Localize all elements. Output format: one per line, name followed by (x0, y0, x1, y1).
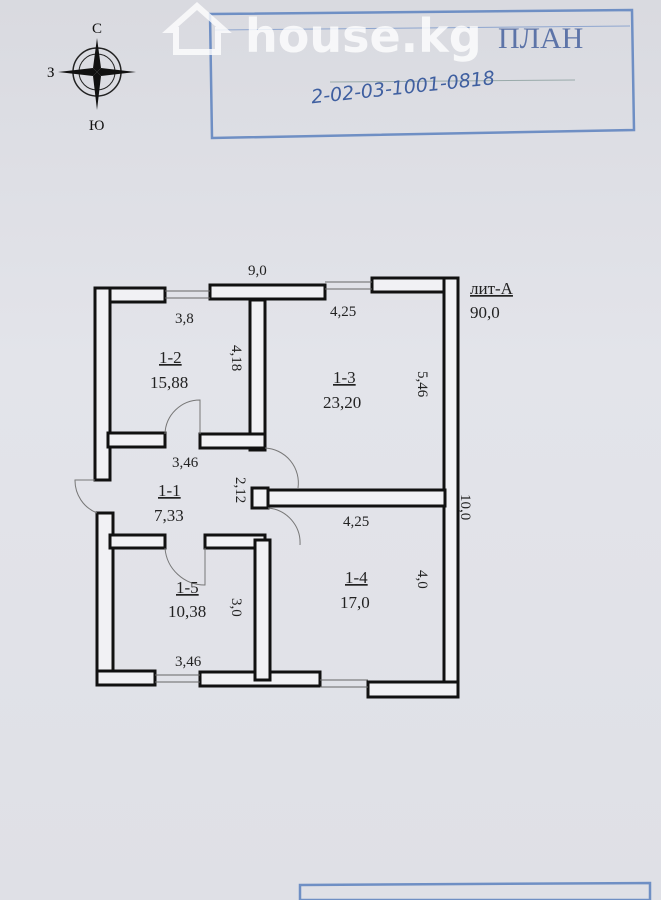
room-id: 1-5 (176, 578, 199, 597)
doors (74, 399, 301, 586)
dim-1-2-width: 3,8 (175, 311, 194, 327)
room-area: 15,88 (150, 373, 188, 392)
watermark-text: house.kg (245, 9, 482, 63)
room-area: 10,38 (168, 602, 206, 621)
stamp-number: 2-02-03-1001-0818 (310, 67, 496, 108)
walls (93, 276, 460, 699)
compass-rose-icon: С З Ю (47, 21, 136, 134)
house-icon (162, 1, 232, 55)
dim-1-1-width: 3,46 (172, 455, 199, 471)
dim-1-4-width: 4,25 (343, 514, 369, 530)
room-1-4: 1-4 17,0 (340, 568, 370, 612)
dim-1-5-width: 3,46 (175, 654, 202, 670)
dim-1-5-length: 3,0 (228, 598, 244, 617)
room-1-5: 1-5 10,38 (168, 578, 206, 621)
dim-1-3-width: 4,25 (330, 304, 356, 320)
room-id: 1-4 (345, 568, 368, 587)
building-total-area: 90,0 (470, 303, 500, 322)
room-1-3: 1-3 23,20 (323, 368, 361, 412)
room-id: 1-1 (158, 481, 181, 500)
compass-west: З (47, 65, 55, 81)
dim-1-4-length: 4,0 (414, 570, 430, 589)
dim-overall-width: 9,0 (248, 263, 267, 279)
dim-1-3-length: 5,46 (414, 371, 430, 398)
room-area: 17,0 (340, 593, 370, 612)
room-id: 1-3 (333, 368, 356, 387)
windows (155, 281, 372, 688)
building-letter: лит-А (470, 279, 514, 298)
stamp-title: ПЛАН (498, 22, 583, 55)
room-1-2: 1-2 15,88 (150, 348, 188, 392)
room-1-1: 1-1 7,33 (154, 481, 184, 525)
dim-overall-length: 10,0 (457, 494, 473, 520)
dim-1-2-length: 4,18 (228, 345, 244, 371)
room-id: 1-2 (159, 348, 182, 367)
room-area: 7,33 (154, 506, 184, 525)
room-area: 23,20 (323, 393, 361, 412)
bottom-stamp-edge (298, 881, 652, 900)
dim-1-1-length: 2,12 (232, 477, 248, 503)
watermark: house.kg (162, 1, 482, 63)
compass-south: Ю (89, 118, 104, 134)
compass-north: С (92, 21, 102, 37)
